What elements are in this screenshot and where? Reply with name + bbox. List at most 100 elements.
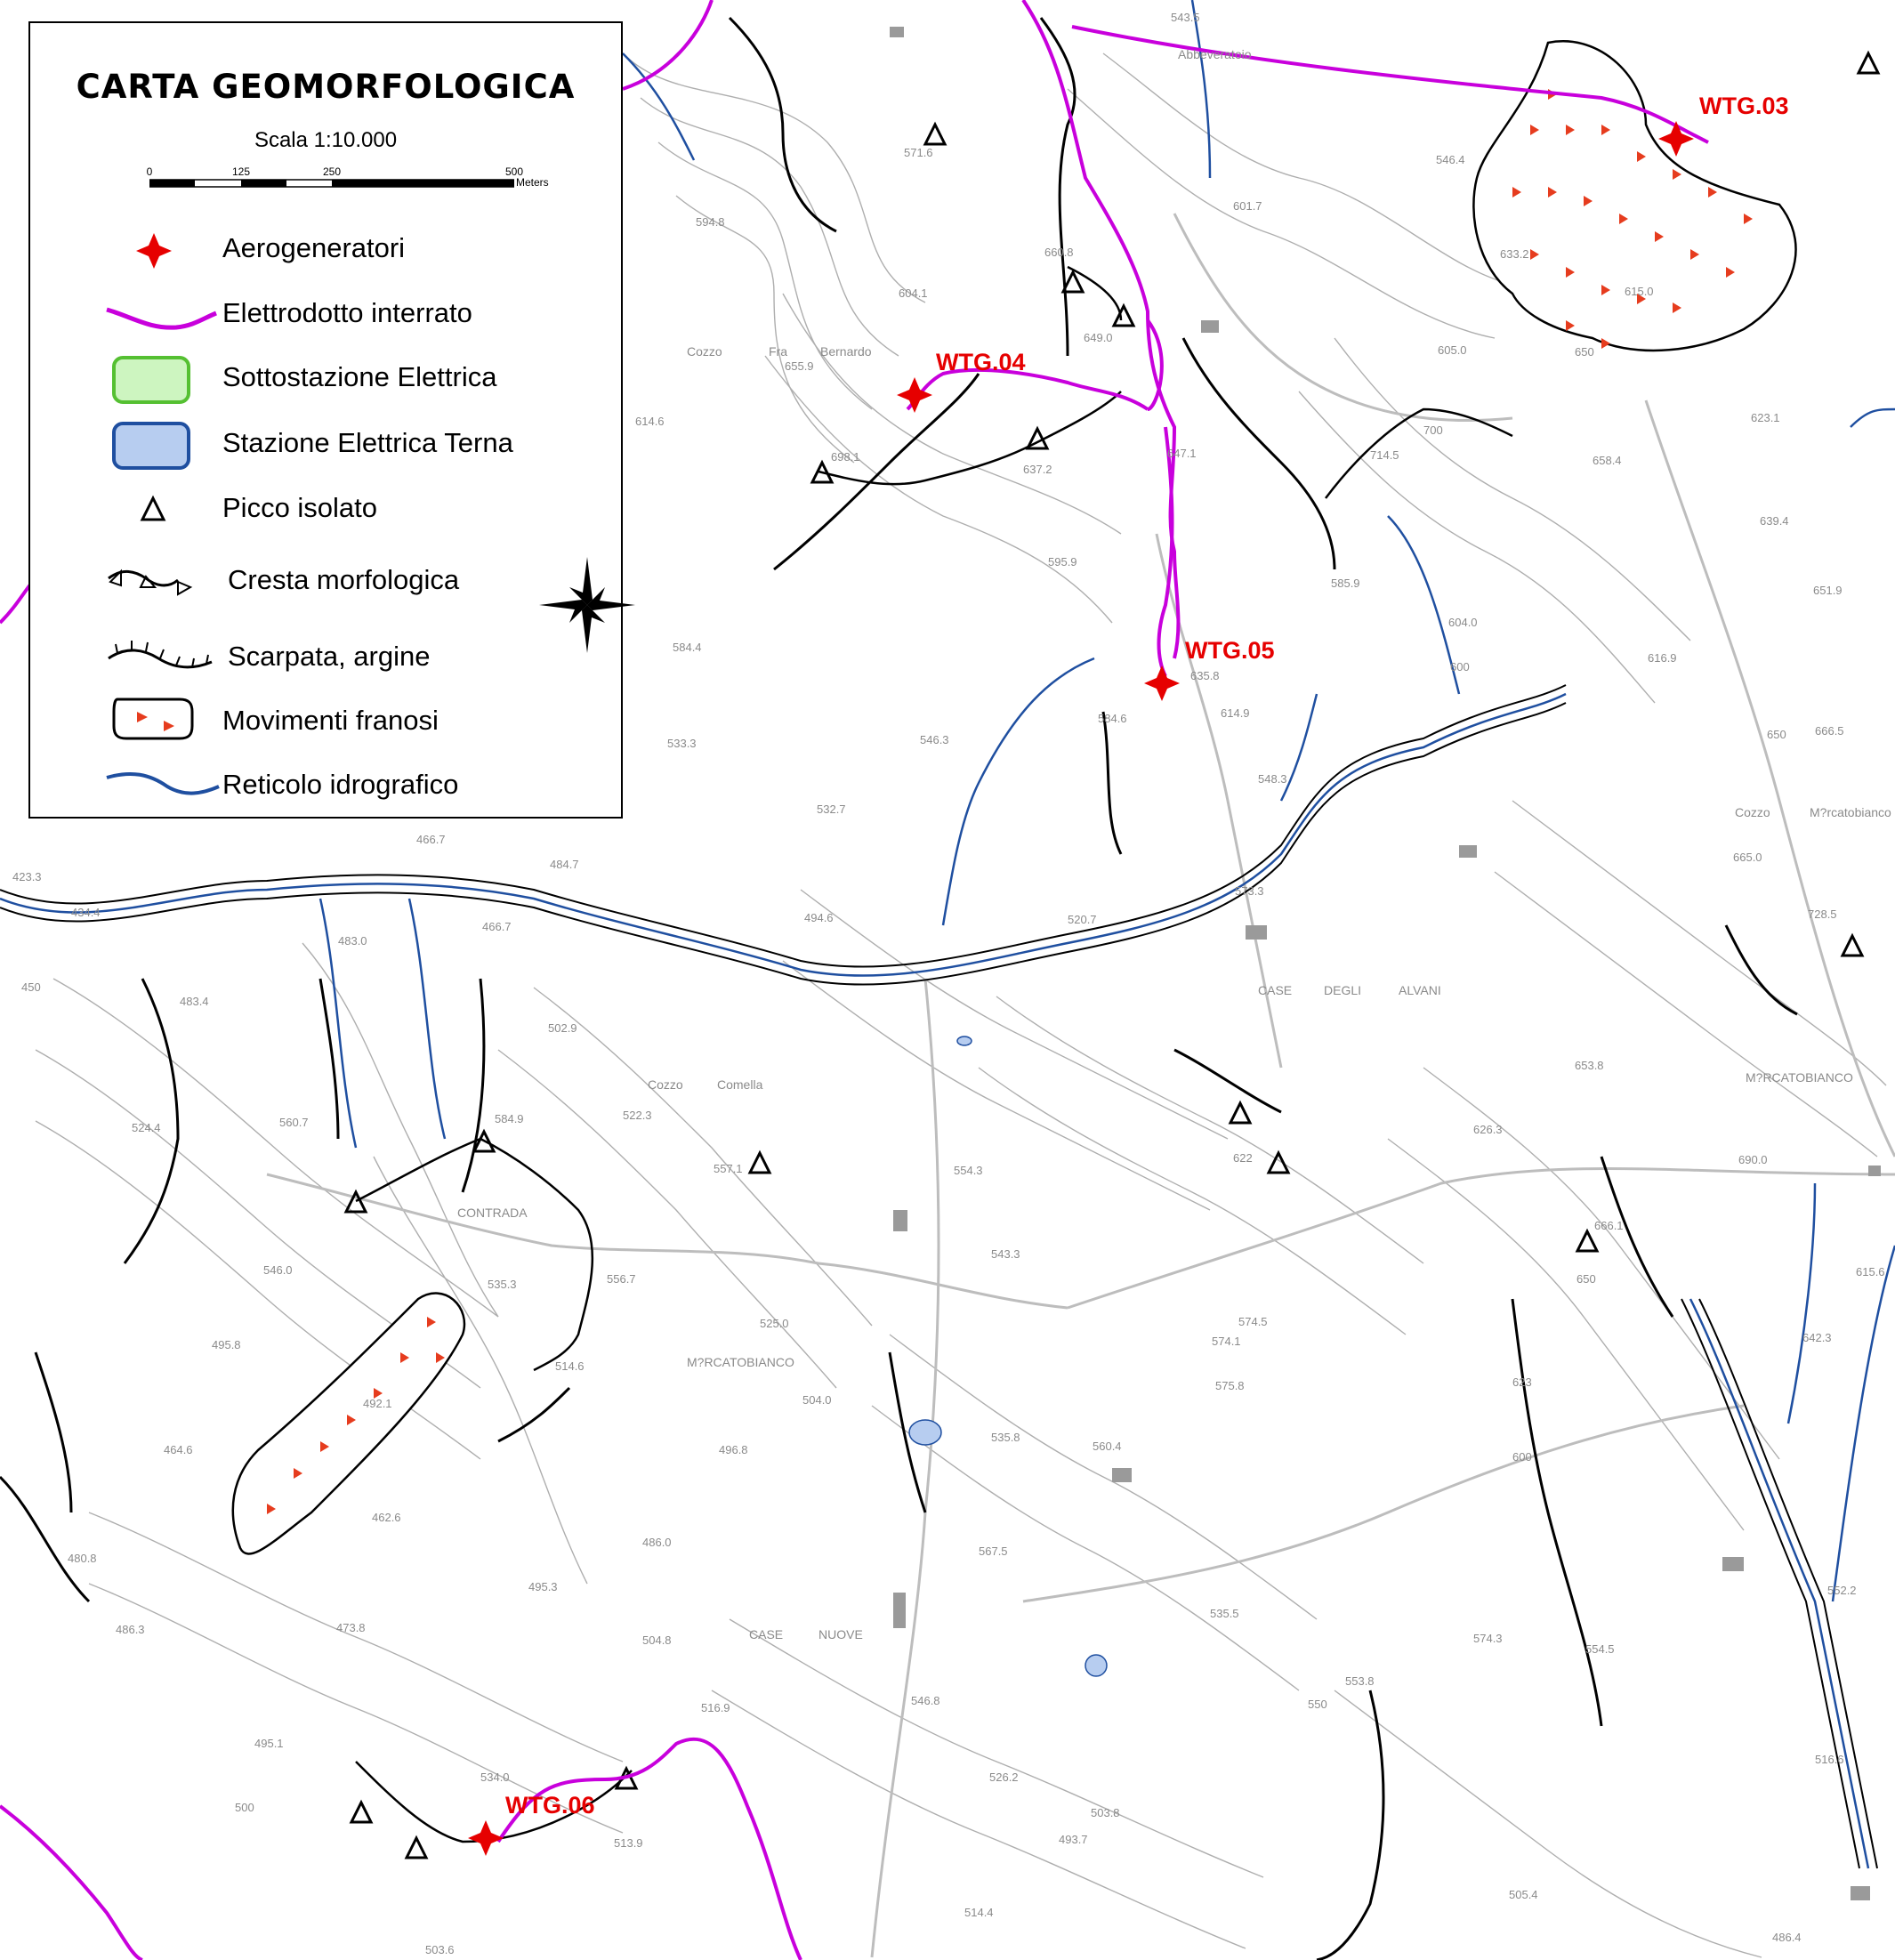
turbine-markers <box>468 121 1694 1856</box>
svg-text:567.5: 567.5 <box>979 1545 1008 1558</box>
svg-text:655.9: 655.9 <box>785 359 814 373</box>
scale-tick-500: 500 <box>504 165 524 178</box>
svg-text:434.4: 434.4 <box>71 906 101 919</box>
legend-label-stazione-terna: Stazione Elettrica Terna <box>222 427 513 458</box>
triangle-icon <box>140 495 166 521</box>
svg-text:495.8: 495.8 <box>212 1338 241 1351</box>
svg-text:560.4: 560.4 <box>1093 1440 1122 1453</box>
svg-text:DEGLI: DEGLI <box>1324 983 1361 997</box>
svg-text:514.4: 514.4 <box>964 1906 994 1919</box>
svg-text:CONTRADA: CONTRADA <box>457 1206 528 1220</box>
legend-label-elettrodotto: Elettrodotto interrato <box>222 297 472 328</box>
svg-text:500: 500 <box>235 1801 254 1814</box>
scale-tick-125: 125 <box>231 165 251 178</box>
svg-text:504.0: 504.0 <box>802 1393 832 1407</box>
svg-text:585.9: 585.9 <box>1331 577 1360 590</box>
svg-text:573.3: 573.3 <box>1235 884 1264 898</box>
svg-text:546.0: 546.0 <box>263 1263 293 1277</box>
svg-text:464.6: 464.6 <box>164 1443 193 1456</box>
svg-text:M?RCATOBIANCO: M?RCATOBIANCO <box>687 1355 794 1369</box>
svg-text:Cozzo: Cozzo <box>687 344 722 359</box>
svg-text:Bernardo: Bernardo <box>820 344 872 359</box>
magenta-line-icon <box>106 307 217 330</box>
svg-text:533.3: 533.3 <box>667 737 697 750</box>
underground-power-line <box>0 0 1709 1960</box>
svg-text:495.3: 495.3 <box>528 1580 558 1593</box>
scale-text: Scala 1:10.000 <box>254 128 398 152</box>
svg-text:NUOVE: NUOVE <box>818 1627 863 1641</box>
svg-text:635.8: 635.8 <box>1190 669 1220 682</box>
scarp-line-icon <box>108 641 213 669</box>
crest-line-icon <box>108 569 193 596</box>
svg-text:486.4: 486.4 <box>1772 1931 1802 1944</box>
isolated-peaks <box>343 50 1881 1859</box>
svg-text:503.6: 503.6 <box>425 1943 455 1956</box>
svg-text:605.0: 605.0 <box>1438 343 1467 357</box>
svg-text:649.0: 649.0 <box>1084 331 1113 344</box>
svg-text:516.6: 516.6 <box>1815 1753 1844 1766</box>
svg-text:483.0: 483.0 <box>338 934 367 948</box>
svg-text:554.3: 554.3 <box>954 1164 983 1177</box>
svg-text:666.5: 666.5 <box>1815 724 1844 738</box>
svg-text:594.8: 594.8 <box>696 215 725 229</box>
svg-text:546.8: 546.8 <box>911 1694 940 1707</box>
elevation-points: 543.5 571.6 601.7 546.4 594.8 604.1 660.… <box>12 11 1885 1956</box>
legend-label-movimenti: Movimenti franosi <box>222 705 439 736</box>
green-box-icon <box>112 356 190 404</box>
legend-label-reticolo: Reticolo idrografico <box>222 769 459 800</box>
svg-text:552.2: 552.2 <box>1827 1584 1857 1597</box>
svg-text:623: 623 <box>1512 1375 1532 1389</box>
svg-text:462.6: 462.6 <box>372 1511 401 1524</box>
svg-text:666.1: 666.1 <box>1594 1219 1624 1232</box>
svg-text:M?rcatobianco: M?rcatobianco <box>1810 805 1891 819</box>
svg-text:556.7: 556.7 <box>607 1272 636 1286</box>
svg-text:698.1: 698.1 <box>831 450 860 464</box>
svg-text:543.5: 543.5 <box>1171 11 1200 24</box>
svg-text:450: 450 <box>21 980 41 994</box>
place-names: Abbeveratoio Cozzo Fra Bernardo Cozzo Co… <box>457 47 1891 1641</box>
svg-text:Cozzo: Cozzo <box>1735 805 1770 819</box>
svg-text:Comella: Comella <box>717 1077 763 1092</box>
svg-text:Cozzo: Cozzo <box>648 1077 683 1092</box>
legend-label-sottostazione: Sottostazione Elettrica <box>222 361 497 392</box>
river-line-icon <box>106 771 220 795</box>
ponds <box>908 1036 1108 1677</box>
svg-text:466.7: 466.7 <box>416 833 446 846</box>
blue-box-icon <box>112 422 190 470</box>
svg-text:658.4: 658.4 <box>1593 454 1622 467</box>
svg-text:604.1: 604.1 <box>899 286 928 300</box>
buildings <box>890 27 1881 1900</box>
svg-text:584.6: 584.6 <box>1098 712 1127 725</box>
svg-text:524.4: 524.4 <box>132 1121 161 1134</box>
contour-lines <box>35 52 1887 1958</box>
svg-text:690.0: 690.0 <box>1738 1153 1768 1166</box>
svg-text:532.7: 532.7 <box>817 803 846 816</box>
svg-text:650: 650 <box>1575 345 1594 359</box>
svg-text:494.6: 494.6 <box>804 911 834 924</box>
legend-label-picco: Picco isolato <box>222 492 378 523</box>
svg-text:484.7: 484.7 <box>550 858 579 871</box>
svg-text:700: 700 <box>1423 423 1443 437</box>
svg-text:614.9: 614.9 <box>1221 706 1250 720</box>
svg-text:600: 600 <box>1450 660 1470 673</box>
svg-text:535.8: 535.8 <box>991 1431 1020 1444</box>
legend-title: CARTA GEOMORFOLOGICA <box>76 68 576 106</box>
svg-text:495.1: 495.1 <box>254 1737 284 1750</box>
svg-text:535.5: 535.5 <box>1210 1607 1239 1620</box>
svg-text:505.4: 505.4 <box>1509 1888 1538 1901</box>
svg-text:584.9: 584.9 <box>495 1112 524 1125</box>
red-star-icon <box>136 233 172 269</box>
escarpments <box>0 16 1798 1960</box>
svg-text:522.3: 522.3 <box>623 1109 652 1122</box>
svg-text:604.0: 604.0 <box>1448 616 1478 629</box>
svg-text:637.2: 637.2 <box>1023 463 1052 476</box>
svg-text:543.3: 543.3 <box>991 1247 1020 1261</box>
svg-text:642.3: 642.3 <box>1802 1331 1832 1344</box>
svg-text:574.5: 574.5 <box>1238 1315 1268 1328</box>
svg-text:483.4: 483.4 <box>180 995 209 1008</box>
turbine-label-wtg06: WTG.06 <box>505 1792 595 1819</box>
svg-text:575.8: 575.8 <box>1215 1379 1245 1392</box>
rivers <box>0 0 1895 1869</box>
svg-text:548.3: 548.3 <box>1258 772 1287 786</box>
svg-text:650: 650 <box>1767 728 1786 741</box>
